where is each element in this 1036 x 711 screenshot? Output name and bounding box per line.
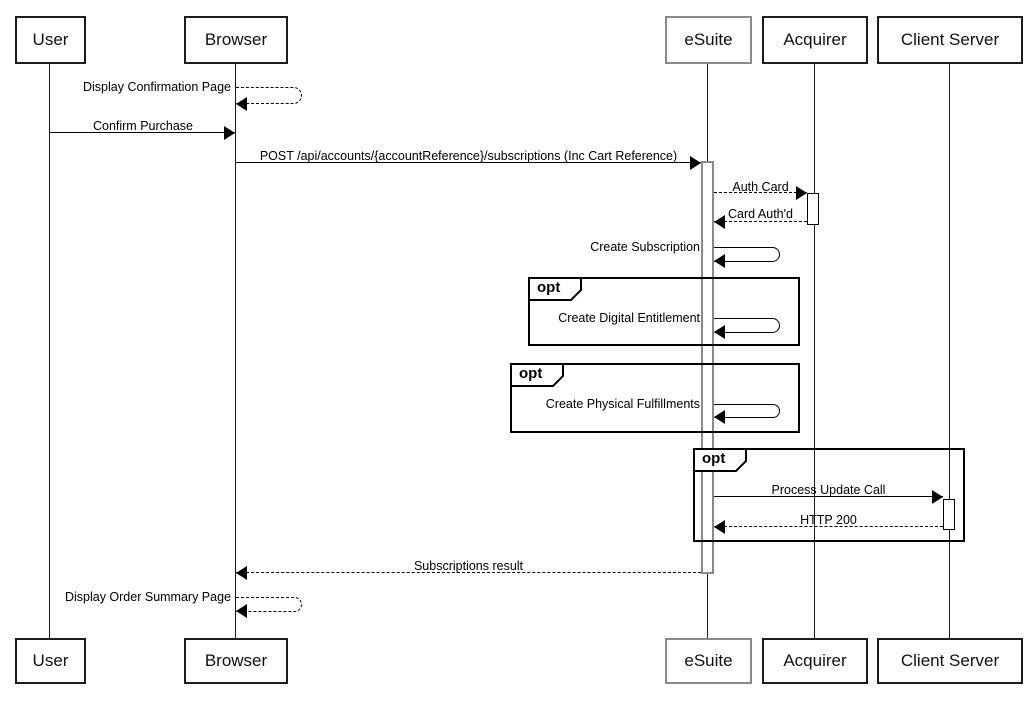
fragment-tab-shape [693,448,747,472]
lifeline-browser [235,64,237,638]
arrowhead-left-icon [714,325,725,339]
fragment-operator-label: opt [702,450,726,467]
arrowhead-left-icon [714,410,725,424]
message-label-auth-card: Auth Card [732,180,789,194]
arrowhead-right-icon [224,126,235,140]
opt-fragment-digital-entitlement: opt [528,277,800,346]
arrowhead-right-icon [932,490,943,504]
message-label-display-confirmation: Display Confirmation Page [83,80,231,94]
activation-bar-acquirer [807,193,819,225]
participant-esuite-bottom: eSuite [665,638,752,684]
opt-fragment-tab: opt [528,277,584,302]
message-line [236,572,701,573]
participant-acquirer-bottom: Acquirer [762,638,868,684]
message-line [714,496,943,497]
fragment-tab-shape [510,363,564,387]
self-message-loop [236,597,302,612]
self-message-loop [714,404,780,418]
participant-esuite-top: eSuite [665,16,752,64]
self-message-loop [714,318,780,333]
arrowhead-left-icon [236,97,247,111]
self-message-loop [714,247,780,262]
message-label-subscriptions-result: Subscriptions result [413,559,524,573]
message-label-post-subscriptions: POST /api/accounts/{accountReference}/su… [259,149,678,163]
message-label-http-200: HTTP 200 [800,513,857,527]
arrowhead-left-icon [236,604,247,618]
participant-client-server-bottom: Client Server [877,638,1023,684]
participant-browser-bottom: Browser [184,638,288,684]
arrowhead-left-icon [236,566,247,580]
lifeline-client-server [949,64,951,638]
opt-fragment-tab: opt [693,448,749,473]
participant-user-bottom: User [15,638,86,684]
message-line [714,192,807,193]
fragment-operator-label: opt [537,279,561,296]
fragment-operator-label: opt [519,365,543,382]
participant-user-top: User [15,16,86,64]
message-label-confirm-purchase: Confirm Purchase [92,119,194,133]
lifeline-acquirer [814,64,816,638]
fragment-tab-shape [528,277,582,301]
opt-fragment-physical-fulfillments: opt [510,363,800,433]
opt-fragment-tab: opt [510,363,566,388]
self-message-loop [236,87,302,104]
activation-bar-client-server [943,499,955,530]
message-label-create-physical-fulfillments: Create Physical Fulfillments [545,397,700,411]
participant-browser-top: Browser [184,16,288,64]
message-label-create-digital-entitlement: Create Digital Entitlement [558,311,700,325]
arrowhead-left-icon [714,520,725,534]
arrowhead-left-icon [714,254,725,268]
message-line [714,221,807,222]
message-label-process-update-call: Process Update Call [771,483,886,497]
message-line [714,526,943,527]
lifeline-user [49,64,51,638]
message-label-card-authd: Card Auth'd [728,207,793,221]
participant-client-server-top: Client Server [877,16,1023,64]
message-line [50,132,235,133]
opt-fragment-process-update: opt [693,448,965,542]
message-label-display-order-summary: Display Order Summary Page [64,590,231,604]
arrowhead-right-icon [690,156,701,170]
participant-acquirer-top: Acquirer [762,16,868,64]
message-line [236,162,701,163]
arrowhead-left-icon [714,215,725,229]
message-label-create-subscription: Create Subscription [590,240,700,254]
arrowhead-right-icon [796,186,807,200]
